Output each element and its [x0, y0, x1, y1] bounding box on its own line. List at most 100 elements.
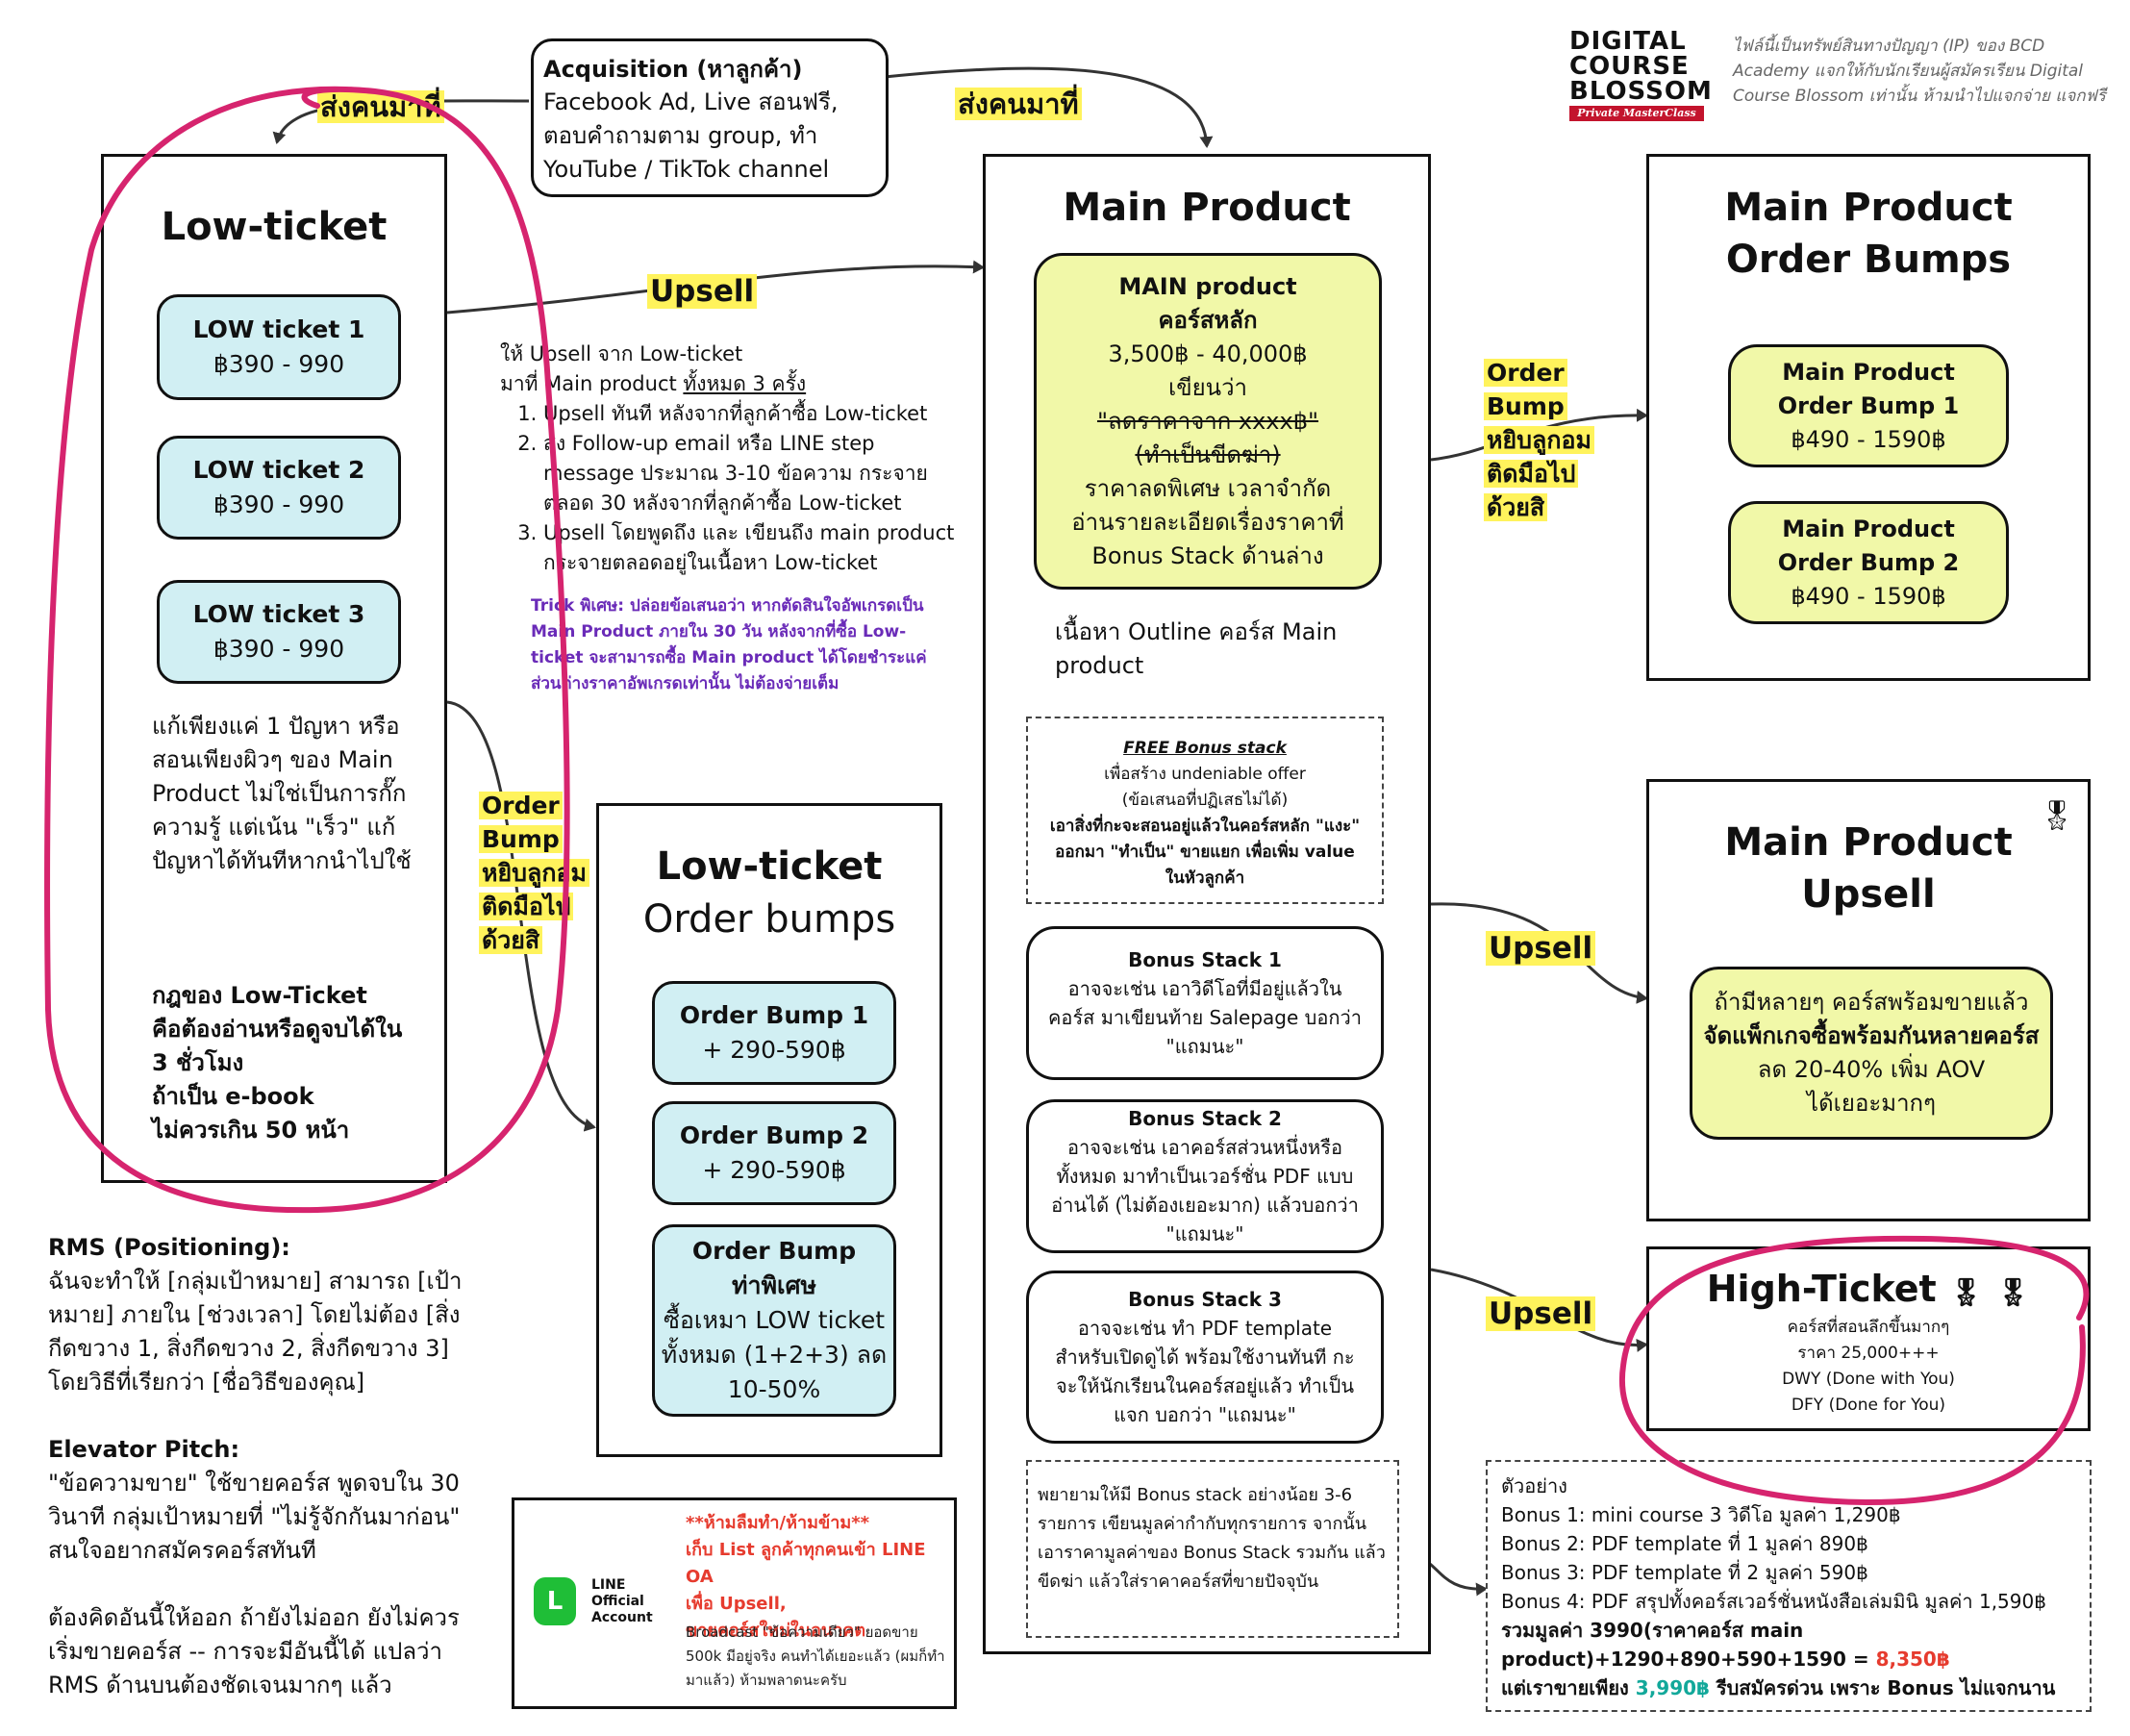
warn-line-1: **ห้ามลืมทำ/ห้ามข้าม**	[686, 1513, 870, 1533]
main-order-bumps-panel: Main Product Order Bumps Main Product Or…	[1646, 154, 2091, 681]
low-ticket-card-3: LOW ticket 3 ฿390 - 990	[157, 580, 401, 684]
main-upsell-line-1: ถ้ามีหลายๆ คอร์สพร้อมขายแล้ว	[1714, 989, 2029, 1016]
bonus-stack-3: Bonus Stack 3 อาจจะเช่น ทำ PDF template …	[1026, 1271, 1384, 1444]
main-card-line-6: (ทำเป็นขีดฆ่า)	[1135, 440, 1281, 468]
main-upsell-line-4: ได้เยอะมากๆ	[1807, 1090, 1936, 1117]
logo-line-3: BLOSSOM	[1569, 77, 1713, 106]
special-line-1: Order Bump	[691, 1237, 857, 1265]
line-logo-icon: L	[534, 1577, 576, 1625]
high-ticket-line-2: ราคา 25,000+++	[1797, 1344, 1940, 1363]
rms-title: RMS (Positioning):	[48, 1234, 290, 1261]
order-bump-special-card: Order Bump ท่าพิเศษ ซื้อเหมา LOW ticket …	[652, 1224, 896, 1417]
main-upsell-card: ถ้ามีหลายๆ คอร์สพร้อมขายแล้ว จัดแพ็กเกจซ…	[1690, 967, 2053, 1140]
low-ticket-panel: Low-ticket LOW ticket 1 ฿390 - 990 LOW t…	[101, 154, 447, 1183]
rule-line-2: คือต้องอ่านหรือดูจบได้ใน	[152, 1016, 403, 1043]
order-bump-2-name: Order Bump 2	[679, 1121, 869, 1149]
low-ticket-2-name: LOW ticket 2	[192, 456, 365, 484]
main-upsell-title-2: Upsell	[1801, 872, 1936, 917]
bonus-stack-2-body: อาจจะเช่น เอาคอร์สส่วนหนึ่งหรือทั้งหมด ม…	[1051, 1136, 1359, 1245]
main-card-line-2: คอร์สหลัก	[1158, 306, 1258, 334]
low-ticket-title: Low-ticket	[161, 205, 388, 249]
upsell-steps: Upsell ทันที หลังจากที่ลูกค้าซื้อ Low-ti…	[500, 399, 962, 578]
line-logo-text: LINE Official Account	[591, 1577, 653, 1625]
example-sum-3: แต่เราขายเพียง 3,990฿ รีบสมัครด่วน เพราะ…	[1501, 1676, 2056, 1699]
low-ticket-1-name: LOW ticket 1	[192, 315, 365, 343]
main-bump-2-line-1: Main Product	[1782, 515, 1955, 542]
warn-line-2: เก็บ List ลูกค้าทุกคนเข้า LINE OA	[686, 1540, 926, 1587]
special-line-2: ท่าพิเศษ	[732, 1271, 816, 1299]
low-ticket-2-price: ฿390 - 990	[213, 491, 345, 518]
low-ticket-description: แก้เพียงแค่ 1 ปัญหา หรือสอนเพียงผิวๆ ของ…	[152, 713, 412, 874]
special-line-3: ซื้อเหมา LOW ticket	[663, 1306, 886, 1334]
example-total: 8,350฿	[1875, 1648, 1950, 1671]
example-box: ตัวอย่าง Bonus 1: mini course 3 วิดีโอ ม…	[1486, 1460, 2092, 1712]
bonus-stack-2-title: Bonus Stack 2	[1128, 1107, 1282, 1130]
medal-icon: 🎖	[2039, 799, 2076, 833]
rule-line-1: กฎของ Low-Ticket	[152, 982, 367, 1009]
acquisition-body: Facebook Ad, Live สอนฟรี, ตอบคำถามตาม gr…	[543, 88, 839, 183]
example-heading: ตัวอย่าง	[1501, 1474, 1567, 1497]
main-bumps-title-1: Main Product	[1724, 186, 2013, 230]
upsell-step-3: Upsell โดยพูดถึง และ เขียนถึง main produ…	[543, 518, 962, 578]
bonus-stack-1-title: Bonus Stack 1	[1128, 948, 1282, 971]
trick-note: Trick พิเศษ: ปล่อยข้อเสนอว่า หากตัดสินใจ…	[531, 596, 927, 693]
bonus-stack-3-title: Bonus Stack 3	[1128, 1288, 1282, 1311]
main-bump-2-price: ฿490 - 1590฿	[1791, 582, 1946, 610]
order-bump-2-price: + 290-590฿	[702, 1156, 846, 1184]
bumps-title-1: Low-ticket	[656, 844, 883, 889]
free-bonus-line-4: ออกมา "ทำเป็น" ขายแยก เพื่อเพิ่ม value	[1055, 843, 1355, 862]
high-ticket-panel: High-Ticket 🎖 🎖 คอร์สที่สอนลึกขึ้นมากๆ ร…	[1646, 1246, 2091, 1431]
low-ticket-card-1: LOW ticket 1 ฿390 - 990	[157, 294, 401, 400]
main-product-card: MAIN product คอร์สหลัก 3,500฿ - 40,000฿ …	[1034, 253, 1382, 590]
bumps-title-2: Order bumps	[642, 897, 896, 942]
annotation-loop-low-ticket	[44, 86, 570, 1214]
main-product-panel: Main Product MAIN product คอร์สหลัก 3,50…	[983, 154, 1431, 1654]
low-ticket-bumps-panel: Low-ticket Order bumps Order Bump 1 + 29…	[596, 803, 942, 1457]
example-price: 3,990฿	[1635, 1676, 1710, 1699]
pitch-title: Elevator Pitch:	[48, 1436, 240, 1463]
arrow-acq-to-main	[884, 66, 1214, 148]
logo-ribbon: Private MasterClass	[1569, 106, 1704, 121]
example-sum-1: รวมมูลค่า 3990(ราคาคอร์ส main	[1501, 1619, 1804, 1642]
upsell-step-2: ส่ง Follow-up email หรือ LINE step messa…	[543, 429, 962, 518]
rule-line-4: ถ้าเป็น e-book	[152, 1083, 314, 1110]
main-upsell-panel: 🎖 Main Product Upsell ถ้ามีหลายๆ คอร์สพร…	[1646, 779, 2091, 1221]
high-ticket-line-3: DWY (Done with You)	[1782, 1370, 1955, 1389]
example-line-4: Bonus 4: PDF สรุปทั้งคอร์สเวอร์ชั่นหนังส…	[1501, 1590, 2046, 1613]
order-bump-1-card: Order Bump 1 + 290-590฿	[652, 981, 896, 1085]
low-ticket-1-price: ฿390 - 990	[213, 350, 345, 378]
order-bump-label-low: Order Bump หยิบลูกอม ติดมือไป ด้วยสิ	[479, 789, 589, 957]
main-bumps-title-2: Order Bumps	[1725, 238, 2012, 282]
bonus-stack-1: Bonus Stack 1 อาจจะเช่น เอาวิดีโอที่มีอย…	[1026, 926, 1384, 1080]
free-bonus-line-1: เพื่อสร้าง undeniable offer	[1104, 765, 1306, 784]
bonus-stack-1-body: อาจจะเช่น เอาวิดีโอที่มีอยู่แล้วในคอร์ส …	[1048, 977, 1362, 1058]
main-order-bump-1-card: Main Product Order Bump 1 ฿490 - 1590฿	[1728, 344, 2009, 467]
line-oa-box: L LINE Official Account **ห้ามลืมทำ/ห้าม…	[512, 1497, 957, 1709]
line-warning: **ห้ามลืมทำ/ห้ามข้าม** เก็บ List ลูกค้าท…	[686, 1510, 955, 1645]
free-bonus-box: FREE Bonus stack เพื่อสร้าง undeniable o…	[1026, 717, 1384, 904]
free-bonus-title: FREE Bonus stack	[1123, 739, 1287, 758]
send-label-right: ส่งคนมาที่	[955, 82, 1082, 126]
line-body: Broadcast "ข้อความเดียว" ยอดขาย 500k มีอ…	[686, 1623, 945, 1689]
pitch-body: "ข้อความขาย" ใช้ขายคอร์ส พูดจบใน 30 วินา…	[48, 1470, 461, 1564]
upsell-note: ให้ Upsell จาก Low-ticket มาที่ Main pro…	[500, 340, 962, 578]
special-line-4: ทั้งหมด (1+2+3) ลด	[661, 1341, 888, 1369]
high-ticket-title-row: High-Ticket 🎖 🎖	[1649, 1267, 2088, 1315]
special-line-5: 10-50%	[727, 1375, 821, 1403]
bonus-stack-3-body: อาจจะเช่น ทำ PDF template สำหรับเปิดดูได…	[1055, 1317, 1355, 1426]
main-card-line-9: Bonus Stack ด้านล่าง	[1091, 541, 1324, 569]
main-card-line-7: ราคาลดพิเศษ เวลาจำกัด	[1084, 474, 1332, 502]
main-bump-2-line-2: Order Bump 2	[1777, 548, 1960, 576]
upsell-step-1: Upsell ทันที หลังจากที่ลูกค้าซื้อ Low-ti…	[543, 399, 962, 429]
main-card-line-4: เขียนว่า	[1167, 373, 1248, 401]
rms-note: ต้องคิดอันนี้ให้ออก ถ้ายังไม่ออก ยังไม่ค…	[48, 1604, 460, 1698]
disclaimer: ไฟล์นี้เป็นทรัพย์สินทางปัญญา (IP) ของ BC…	[1733, 37, 2106, 106]
upsell-note-intro1: ให้ Upsell จาก Low-ticket	[500, 342, 743, 365]
rule-line-5: ไม่ควรเกิน 50 หน้า	[152, 1117, 350, 1144]
free-bonus-line-5: ในหัวลูกค้า	[1165, 868, 1245, 888]
main-card-line-5: "ลดราคาจาก xxxx฿"	[1096, 407, 1319, 435]
warn-line-3: เพื่อ Upsell,	[686, 1594, 787, 1614]
main-product-title: Main Product	[1063, 186, 1351, 230]
example-line-3: Bonus 3: PDF template ที่ 2 มูลค่า 590฿	[1501, 1561, 1868, 1584]
